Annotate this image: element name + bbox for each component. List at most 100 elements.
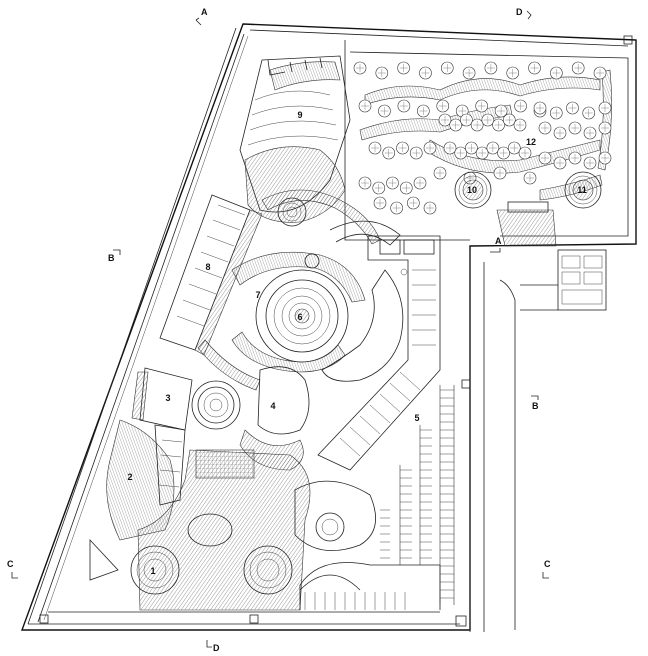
tree-canopy-mark: [556, 129, 564, 137]
zone-label-4: 4: [270, 401, 275, 411]
tree-canopy-mark: [601, 154, 609, 162]
tree-canopy-mark: [467, 144, 476, 152]
building-5: [317, 235, 441, 471]
tree-canopy-group: [353, 61, 612, 215]
tree-canopy-mark: [380, 107, 389, 115]
terrace-arcs: [197, 189, 404, 391]
section-marker-b-right: B: [531, 395, 539, 411]
svg-text:A: A: [201, 7, 208, 17]
tree-canopy-mark: [596, 69, 604, 77]
tree-canopy-mark: [402, 184, 411, 192]
drop-off-roundabout: [294, 480, 441, 610]
tree-canopy-mark: [488, 144, 497, 152]
tree-canopy-mark: [384, 149, 393, 157]
tree-canopy-mark: [499, 149, 508, 157]
tree-canopy-mark: [530, 64, 539, 72]
pavilion-10: [454, 171, 492, 209]
section-marker-d-top: D: [516, 7, 532, 20]
tree-canopy-mark: [571, 154, 579, 162]
central-plaza-6: [231, 251, 366, 373]
tree-canopy-mark: [552, 69, 561, 77]
tree-canopy-mark: [505, 116, 514, 124]
tree-canopy-mark: [574, 64, 583, 72]
tree-canopy-mark: [462, 116, 471, 124]
zone-label-5: 5: [414, 413, 419, 423]
zone-label-10: 10: [467, 185, 477, 195]
zone-label-6: 6: [297, 312, 302, 322]
tree-canopy-mark: [436, 169, 444, 177]
section-marker-c-left: C: [7, 559, 18, 579]
zone-label-2: 2: [127, 472, 132, 482]
tree-canopy-mark: [419, 107, 428, 115]
service-building: [520, 249, 607, 311]
tree-canopy-mark: [552, 109, 561, 117]
tree-canopy-mark: [409, 199, 418, 207]
svg-text:B: B: [532, 401, 539, 411]
tree-canopy-mark: [361, 102, 369, 110]
tree-canopy-mark: [510, 144, 519, 152]
corner-marker: [39, 35, 633, 627]
tree-canopy-mark: [541, 154, 549, 162]
paved-plaza: [137, 449, 311, 611]
tree-canopy-mark: [438, 102, 447, 110]
tree-canopy-mark: [398, 144, 407, 152]
parking-aisle: [399, 385, 455, 605]
tree-canopy-mark: [446, 144, 454, 152]
tree-canopy-mark: [497, 107, 506, 115]
zone-label-8: 8: [205, 262, 210, 272]
tree-canopy-mark: [374, 184, 383, 192]
tree-canopy-mark: [392, 204, 401, 212]
zone-labels: 1 2 3 4 5 6 7 8 9 10 11 12: [127, 110, 586, 576]
tree-canopy-mark: [376, 199, 384, 207]
tree-canopy-mark: [584, 109, 593, 117]
tree-canopy-mark: [516, 102, 525, 110]
entry-pavilion: [496, 201, 557, 247]
tree-canopy-mark: [568, 104, 577, 112]
section-marker-a-top: A: [195, 7, 208, 26]
tree-canopy-mark: [516, 121, 524, 129]
garden-area-12: [344, 40, 629, 241]
tree-canopy-mark: [371, 144, 379, 152]
tree-canopy-mark: [388, 179, 397, 187]
tree-canopy-mark: [416, 179, 424, 187]
tree-canopy-mark: [443, 64, 452, 72]
tree-canopy-mark: [494, 121, 503, 129]
tree-canopy-mark: [521, 149, 529, 157]
zone-label-12: 12: [526, 137, 536, 147]
svg-text:A: A: [495, 236, 502, 246]
svg-text:D: D: [516, 7, 523, 17]
tree-canopy-mark: [465, 69, 474, 77]
tree-canopy-mark: [477, 102, 486, 110]
section-marker-d-bottom: D: [206, 640, 220, 653]
tree-canopy-mark: [478, 149, 487, 157]
tree-canopy-mark: [601, 104, 609, 112]
tree-canopy-mark: [601, 124, 609, 132]
building-8: [159, 194, 263, 356]
section-marker-a-right: A: [490, 236, 502, 253]
tree-canopy-mark: [571, 124, 579, 132]
svg-text:C: C: [7, 559, 14, 569]
zone-label-11: 11: [577, 185, 587, 195]
tree-canopy-mark: [399, 64, 408, 72]
tree-canopy-mark: [421, 69, 430, 77]
tree-canopy-mark: [541, 124, 549, 132]
tree-canopy-mark: [458, 107, 467, 115]
zone-label-3: 3: [165, 393, 170, 403]
pavilion-3: [131, 367, 241, 431]
tree-canopy-mark: [473, 121, 482, 129]
tree-canopy-mark: [526, 174, 534, 182]
tree-canopy-mark: [356, 64, 364, 72]
section-marker-b-left: B: [108, 249, 121, 263]
tree-canopy-mark: [556, 159, 564, 167]
tree-canopy-mark: [496, 169, 504, 177]
zone-label-1: 1: [150, 566, 155, 576]
tree-canopy-mark: [399, 102, 408, 110]
tree-canopy-mark: [586, 129, 594, 137]
tree-canopy-mark: [451, 121, 460, 129]
tree-canopy-mark: [508, 69, 517, 77]
tree-canopy-mark: [586, 159, 594, 167]
tree-canopy-mark: [361, 179, 369, 187]
tree-canopy-mark: [377, 69, 386, 77]
tree-canopy-mark: [426, 144, 434, 152]
